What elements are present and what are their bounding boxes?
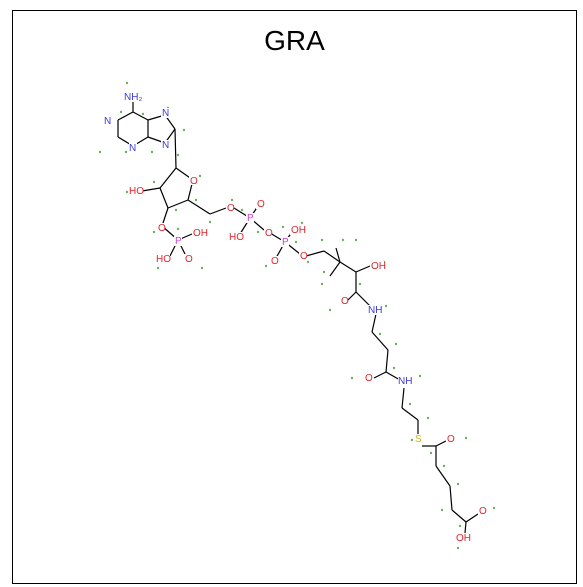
atom-oh-p3: OH (291, 225, 306, 236)
atom-o-p2: O (257, 199, 265, 210)
bond-lines (117, 100, 479, 534)
atom-ho-p1: HO (156, 254, 171, 265)
atom-n-2: N (129, 143, 136, 154)
atom-o-3p: O (158, 223, 166, 234)
atom-p-2: P (247, 213, 254, 224)
atom-index-labels (98, 81, 496, 550)
atom-ho-p2: HO (229, 232, 244, 243)
atom-o-p3: O (271, 256, 279, 267)
atom-ho-sugar: HO (129, 186, 144, 197)
atom-o-amide-2: O (365, 373, 373, 384)
atom-o-acid: O (479, 506, 487, 517)
atom-oh-acid: OH (456, 533, 471, 544)
atom-o-ring: O (190, 176, 198, 187)
atom-o-p1d: O (185, 254, 193, 265)
atom-nh2: NH₂ (124, 92, 142, 103)
atom-nh-1: NH (368, 305, 382, 316)
atom-p-3: P (282, 237, 289, 248)
atom-o-bridge: O (265, 228, 273, 239)
atom-n-3: N (162, 108, 169, 119)
diagram-frame: GRA (12, 10, 577, 584)
atom-o-amide-1: O (341, 296, 349, 307)
atom-s: S (415, 434, 422, 445)
atom-oh-p1: OH (193, 228, 208, 239)
atom-oh-pantoate: OH (371, 261, 386, 272)
atom-p-1: P (175, 236, 182, 247)
atom-labels: NH₂ N N N N O HO O P OH HO O O P O HO O … (103, 92, 487, 544)
atom-nh-2: NH (398, 376, 412, 387)
atom-o-5: O (227, 203, 235, 214)
atom-o-p3b: O (300, 251, 308, 262)
atom-o-thioester: O (447, 434, 455, 445)
diagram-title: GRA (264, 25, 325, 56)
atom-n-4: N (162, 140, 169, 151)
atom-n-1: N (104, 116, 111, 127)
